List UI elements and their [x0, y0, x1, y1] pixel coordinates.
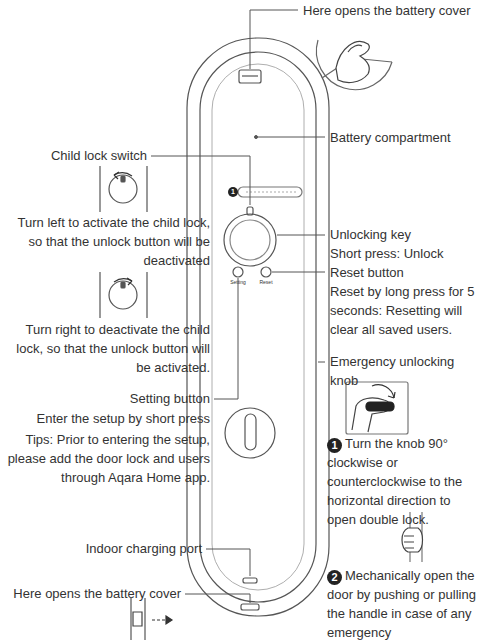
- note-text: Turn left to activate the child lock, so…: [4, 213, 210, 270]
- callout-number: 1: [228, 187, 238, 197]
- leader-line: [318, 362, 325, 363]
- part-label: Unlocking key: [330, 225, 476, 244]
- part-label: Here opens the battery cover: [303, 1, 475, 20]
- part-label: Here opens the battery cover: [4, 584, 181, 603]
- note-text: Turn right to deactivate the child lock,…: [4, 320, 210, 377]
- note-text: Short press: Unlock: [330, 244, 476, 263]
- icon-arrow-head: [127, 278, 132, 285]
- hand: [402, 528, 423, 552]
- icon-notch: [121, 176, 125, 182]
- icon-edge: [99, 166, 100, 212]
- icon-knob: [109, 175, 137, 203]
- callout-number: 1: [327, 438, 342, 453]
- leader-line: [256, 137, 325, 138]
- part-label: Indoor charging port: [4, 539, 202, 558]
- leader-line: [272, 272, 325, 273]
- part-label: Battery compartment: [330, 128, 476, 147]
- child-lock-left-icon: [100, 166, 147, 212]
- reset-button: [261, 267, 271, 277]
- leader-dot: [255, 136, 258, 139]
- note-text: Turn the knob 90° clockwise or countercl…: [327, 434, 477, 529]
- icon-edge: [130, 598, 131, 640]
- battery-cover-tab-bottom: [241, 604, 259, 610]
- pull-arrow: [152, 619, 166, 620]
- inset-hand: [336, 41, 369, 82]
- leader-line: [151, 156, 250, 205]
- emergency-knob: [225, 408, 275, 458]
- battery-cover-inset: [316, 40, 392, 90]
- child-lock-right-icon: [100, 272, 147, 318]
- note-text: Reset by long press for 5 seconds: Reset…: [330, 282, 476, 339]
- fingers: [404, 536, 414, 548]
- part-label: Setting button: [4, 389, 210, 408]
- icon-notch: [121, 282, 125, 288]
- finger: [133, 612, 142, 626]
- part-label: Child lock switch: [4, 146, 147, 165]
- note-text: Enter the setup by short press: [4, 409, 210, 428]
- child-lock-slot: [238, 187, 302, 197]
- unlocking-key-inner: [230, 220, 270, 260]
- battery-cover-tab: [239, 70, 261, 83]
- slot-hatch: [246, 191, 296, 192]
- turn-arrow: [372, 385, 394, 398]
- part-label: Emergency unlocking knob: [330, 352, 478, 390]
- icon-edge: [144, 598, 145, 640]
- icon-knob: [109, 281, 137, 309]
- icon-arrow-head: [114, 172, 119, 179]
- button-label: Reset: [253, 279, 279, 285]
- pull-arrow-head: [166, 616, 172, 624]
- part-label: Reset button: [330, 263, 476, 282]
- lock-panel: [212, 64, 304, 590]
- turn-arrow-head: [388, 392, 395, 398]
- inset-circle: [316, 40, 392, 90]
- knob: [366, 402, 394, 411]
- leader-lines: [151, 10, 325, 603]
- callout-number: 2: [327, 570, 342, 585]
- inset-finger: [348, 45, 362, 52]
- tab-line: [242, 75, 258, 76]
- note-text: Tips: Prior to entering the setup, pleas…: [4, 430, 210, 487]
- knob-plate: [346, 382, 408, 434]
- leader-line: [277, 235, 325, 236]
- leader-line: [250, 10, 298, 69]
- note-text: Mechanically open the door by pushing or…: [327, 566, 477, 642]
- leader-line: [214, 278, 238, 399]
- lock-inner-outline: [200, 52, 316, 602]
- battery-cover-bottom-icon: [131, 598, 172, 640]
- leader-line: [185, 594, 250, 603]
- knob-slot: [245, 414, 256, 450]
- leader-line: [206, 549, 250, 576]
- icon-edge: [146, 272, 147, 318]
- charging-port: [243, 578, 257, 583]
- icon-edge: [146, 166, 147, 212]
- button-label: Setting: [224, 279, 252, 285]
- setting-button: [233, 267, 243, 277]
- hand-turning-knob: [346, 382, 408, 434]
- unlocking-key: [224, 214, 276, 266]
- icon-edge: [99, 272, 100, 318]
